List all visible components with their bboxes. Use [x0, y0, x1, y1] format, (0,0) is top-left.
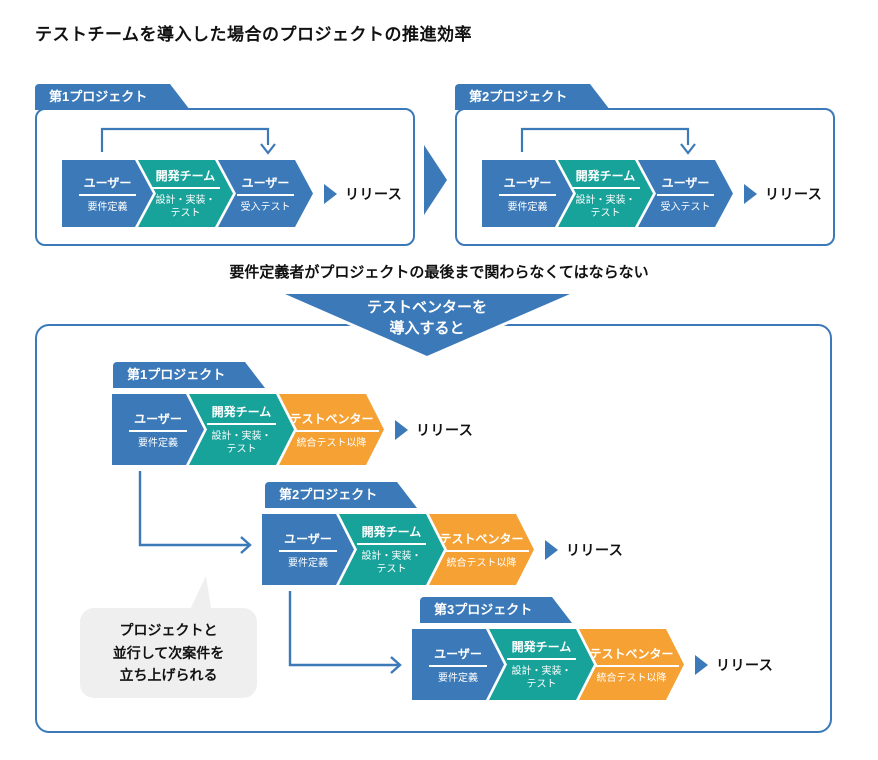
step-subtitle: 設計・実装・ テスト — [155, 195, 216, 219]
step-title: 開発チーム — [151, 167, 221, 189]
step-subtitle: 統合テスト以降 — [296, 437, 367, 449]
loop-back-arrow-1 — [100, 127, 276, 155]
step-title: ユーザー — [129, 410, 187, 432]
step-chevron-testvendor: テストベンター 統合テスト以降 — [429, 514, 534, 585]
step-subtitle: 要件定義 — [138, 437, 178, 449]
process-flow: ユーザー 要件定義 開発チーム 設計・実装・ テスト ユーザー 受入テスト リリ… — [482, 160, 822, 227]
down-funnel-triangle-icon — [283, 291, 572, 360]
release: リリース — [545, 539, 624, 560]
handoff-arrow-2 — [288, 591, 402, 674]
step-title: ユーザー — [499, 174, 557, 196]
project-tab: 第2プロジェクト — [455, 84, 610, 110]
step-title: 開発チーム — [507, 638, 577, 660]
release-arrow-icon — [744, 183, 757, 204]
page-title: テストチームを導入した場合のプロジェクトの推進効率 — [35, 25, 472, 44]
step-chevron-user: ユーザー 要件定義 — [412, 629, 504, 700]
release: リリース — [744, 183, 823, 204]
step-title: 開発チーム — [207, 403, 277, 425]
release-label: リリース — [345, 185, 403, 202]
step-chevron-user: ユーザー 受入テスト — [638, 160, 733, 227]
funnel-label-line1: テストベンターを — [366, 299, 487, 316]
project-tab: 第3プロジェクト — [420, 597, 572, 623]
step-title: ユーザー — [79, 174, 137, 196]
process-flow: ユーザー 要件定義 開発チーム 設計・実装・ テスト テストベンター 統合テスト… — [262, 514, 623, 585]
step-title: テストベンター — [284, 410, 378, 432]
release: リリース — [395, 419, 474, 440]
step-title: ユーザー — [429, 645, 487, 667]
release-arrow-icon — [695, 654, 708, 675]
release: リリース — [324, 183, 403, 204]
handoff-arrow-1 — [138, 471, 252, 554]
process-flow: ユーザー 要件定義 開発チーム 設計・実装・ テスト テストベンター 統合テスト… — [112, 394, 473, 465]
step-chevron-user: ユーザー 要件定義 — [112, 394, 204, 465]
step-subtitle: 要件定義 — [507, 201, 548, 213]
step-subtitle: 設計・実装・ テスト — [511, 666, 572, 690]
step-subtitle: 統合テスト以降 — [446, 557, 517, 569]
step-subtitle: 統合テスト以降 — [596, 672, 667, 684]
step-title: ユーザー — [279, 530, 337, 552]
step-subtitle: 設計・実装・ テスト — [361, 551, 422, 575]
callout-tail — [188, 576, 212, 614]
step-subtitle: 設計・実装・ テスト — [211, 431, 272, 455]
step-title: 開発チーム — [571, 167, 641, 189]
step-chevron-user: ユーザー 要件定義 — [62, 160, 153, 227]
project-card-2 — [455, 108, 835, 246]
problem-caption: 要件定義者がプロジェクトの最後まで関わらなくてはならない — [229, 264, 649, 281]
process-flow: ユーザー 要件定義 開発チーム 設計・実装・ テスト テストベンター 統合テスト… — [412, 629, 773, 700]
project-tab: 第1プロジェクト — [35, 84, 190, 110]
step-chevron-devteam: 開発チーム 設計・実装・ テスト — [189, 394, 294, 465]
funnel-label: テストベンターを 導入すると — [327, 297, 527, 340]
release-arrow-icon — [324, 183, 337, 204]
release-label: リリース — [416, 421, 474, 438]
step-subtitle: 要件定義 — [438, 672, 478, 684]
step-subtitle: 設計・実装・ テスト — [575, 195, 636, 219]
loop-back-arrow-2 — [520, 127, 696, 155]
project-tab: 第1プロジェクト — [113, 362, 265, 388]
step-title: 開発チーム — [357, 523, 427, 545]
step-title: テストベンター — [434, 530, 528, 552]
step-chevron-devteam: 開発チーム 設計・実装・ テスト — [339, 514, 444, 585]
funnel-label-line2: 導入すると — [389, 320, 465, 338]
step-chevron-devteam: 開発チーム 設計・実装・ テスト — [138, 160, 233, 227]
release-label: リリース — [765, 185, 823, 202]
process-flow: ユーザー 要件定義 開発チーム 設計・実装・ テスト ユーザー 受入テスト リリ… — [62, 160, 402, 227]
project-card-1 — [35, 108, 415, 246]
step-subtitle: 受入テスト — [240, 201, 291, 213]
step-title: ユーザー — [657, 174, 715, 196]
release-arrow-icon — [545, 539, 558, 560]
step-subtitle: 受入テスト — [660, 201, 711, 213]
step-subtitle: 要件定義 — [288, 557, 328, 569]
step-chevron-testvendor: テストベンター 統合テスト以降 — [579, 629, 684, 700]
step-subtitle: 要件定義 — [87, 201, 128, 213]
release-label: リリース — [566, 541, 624, 558]
step-chevron-devteam: 開発チーム 設計・実装・ テスト — [489, 629, 594, 700]
release: リリース — [695, 654, 774, 675]
project-tab: 第2プロジェクト — [265, 482, 417, 508]
big-right-triangle-icon — [424, 145, 447, 215]
step-title: テストベンター — [584, 645, 678, 667]
parallel-start-callout: プロジェクトと 並行して次案件を 立ち上げられる — [80, 608, 257, 698]
release-arrow-icon — [395, 419, 408, 440]
step-chevron-user: ユーザー 要件定義 — [262, 514, 354, 585]
release-label: リリース — [716, 656, 774, 673]
step-chevron-testvendor: テストベンター 統合テスト以降 — [279, 394, 384, 465]
step-title: ユーザー — [237, 174, 295, 196]
step-chevron-user: ユーザー 要件定義 — [482, 160, 573, 227]
